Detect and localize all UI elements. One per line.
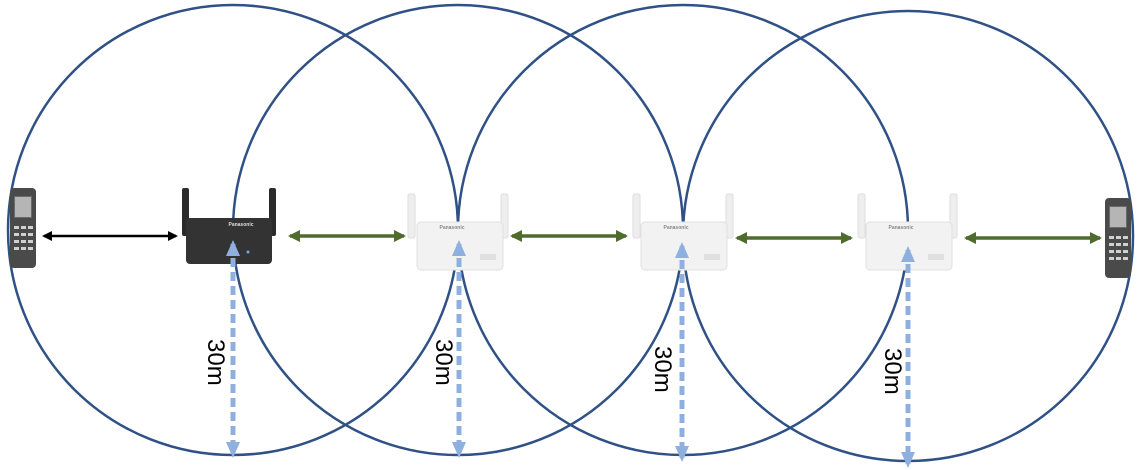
repeater-2-brand: Panasonic — [663, 225, 688, 231]
base-station: Panasonic — [182, 188, 276, 264]
range-label-repeater-3: 30m — [879, 348, 906, 395]
repeater-3-brand: Panasonic — [888, 225, 913, 231]
handset-right — [1105, 198, 1131, 278]
coverage-circles — [8, 5, 1133, 461]
repeater-1-brand: Panasonic — [439, 225, 464, 231]
range-label-repeater-1: 30m — [430, 339, 457, 386]
repeater-2: Panasonic — [633, 194, 733, 270]
range-label-base: 30m — [202, 339, 229, 386]
range-label-repeater-2: 30m — [649, 346, 676, 393]
base-station-brand: Panasonic — [228, 222, 253, 228]
handset-left — [10, 188, 36, 268]
